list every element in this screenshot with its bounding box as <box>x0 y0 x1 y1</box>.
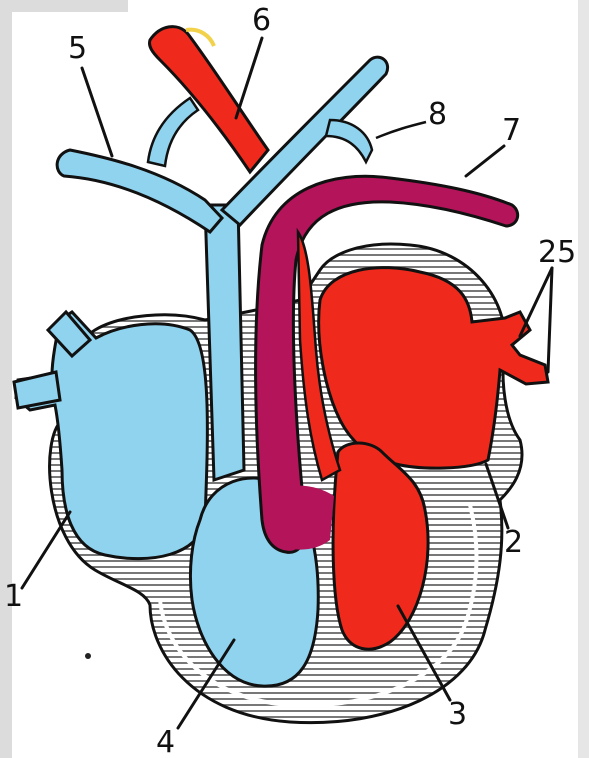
label-25: 25 <box>538 235 576 270</box>
leader-7 <box>466 146 504 176</box>
label-2: 2 <box>504 525 523 560</box>
branch-8 <box>326 120 372 162</box>
label-6: 6 <box>252 3 271 38</box>
gray-left-margin <box>0 0 12 758</box>
mixed-zone <box>272 486 334 550</box>
speck <box>85 653 91 659</box>
leader-25a <box>520 268 552 336</box>
label-1: 1 <box>4 579 23 614</box>
left-branch-5 <box>57 150 222 232</box>
label-7: 7 <box>502 113 521 148</box>
label-3: 3 <box>448 697 467 732</box>
leader-5 <box>82 68 112 156</box>
corner-gray-top-left <box>0 0 128 12</box>
right-atrium <box>16 312 207 559</box>
label-8: 8 <box>428 97 447 132</box>
label-4: 4 <box>156 725 175 758</box>
leader-25b <box>548 268 552 372</box>
leader-1 <box>22 512 70 588</box>
left-branch-5-small <box>148 98 198 166</box>
leader-6 <box>236 38 262 118</box>
gray-right-margin <box>578 0 589 758</box>
atrium-inlet-lower <box>14 372 60 408</box>
branch-8-tail <box>376 122 426 138</box>
label-5: 5 <box>68 31 87 66</box>
